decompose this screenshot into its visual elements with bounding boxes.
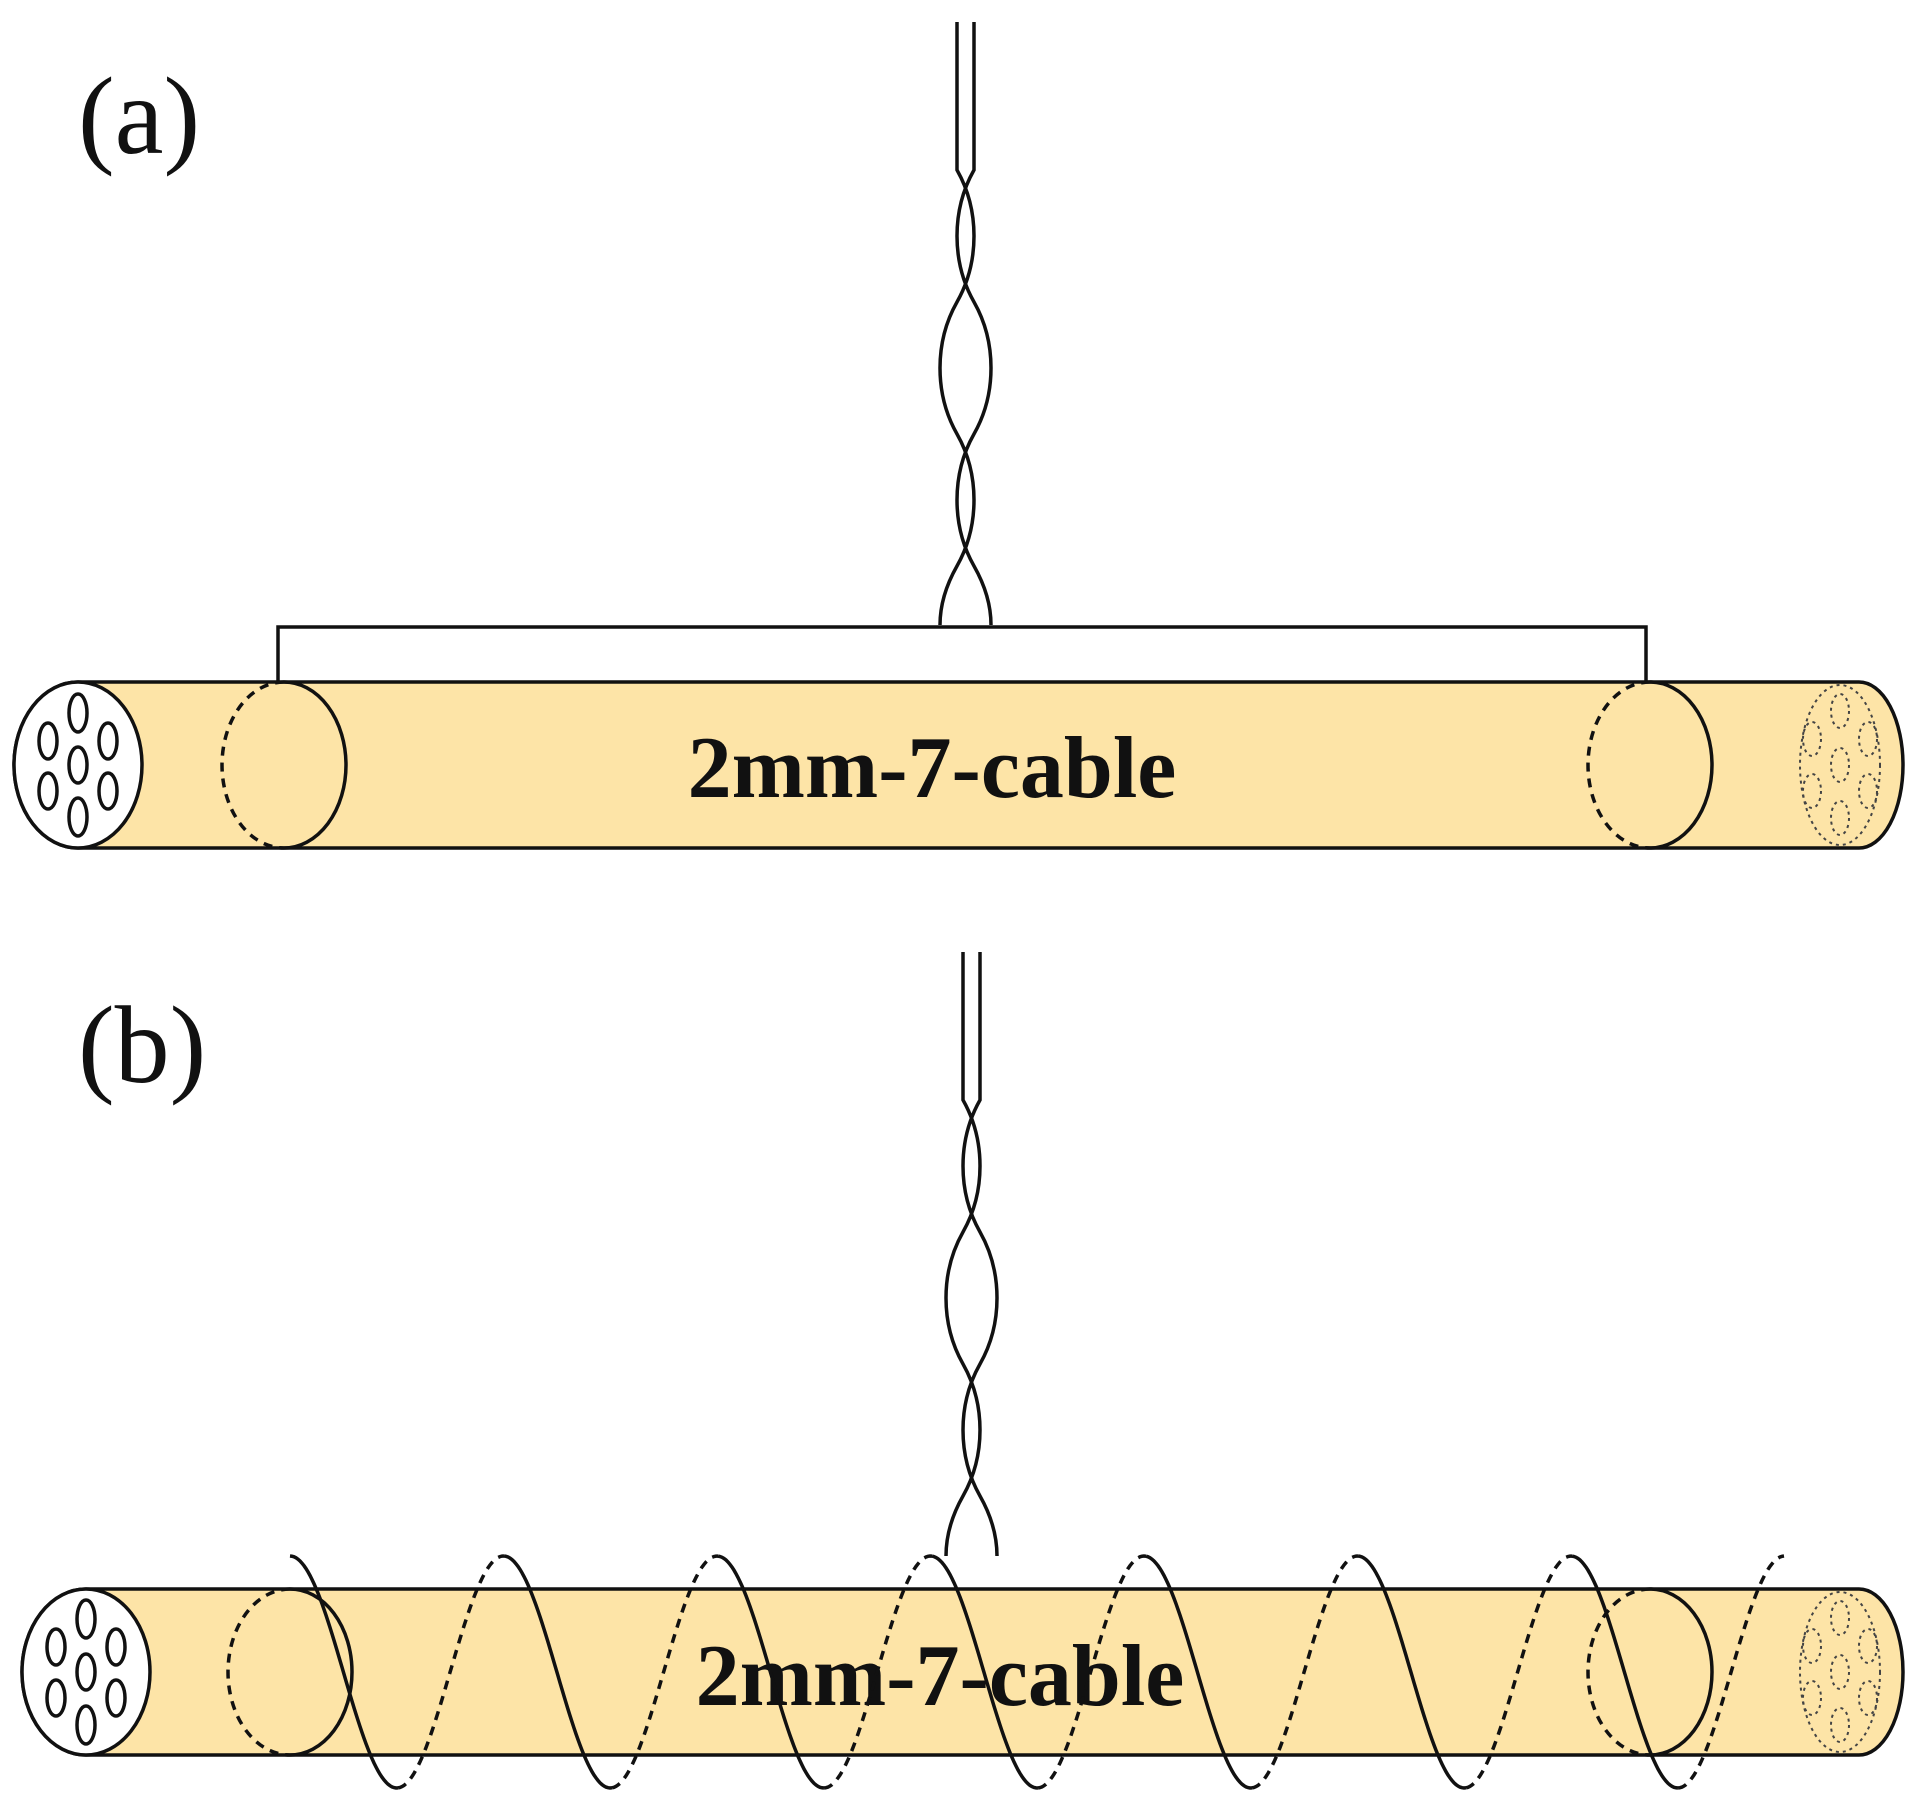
helix-front-segment (289, 1554, 399, 1790)
helix-back-segment (1037, 1554, 1147, 1790)
conductor-strands-right-b (1799, 1591, 1881, 1753)
cable-end-left-a (12, 680, 144, 850)
helical-wire-b (289, 1554, 1785, 1790)
conductor-strands-left-b (45, 1598, 127, 1746)
ring-contact-right-b (1586, 1587, 1714, 1757)
helix-front-segment (1145, 1554, 1253, 1790)
helix-back-segment (1251, 1554, 1359, 1790)
helix-back-segment (397, 1554, 505, 1790)
ring-contact-left-a (220, 680, 348, 850)
conductor-strands-right-a (1799, 684, 1881, 846)
cable-a (12, 680, 1905, 850)
helix-back-segment (1677, 1554, 1785, 1790)
ring-contact-right-a (1586, 680, 1714, 850)
conductor-strands-left-a (37, 692, 119, 838)
helix-front-segment (1571, 1554, 1679, 1790)
panel-b-label: (b) (78, 984, 206, 1106)
cable-b (20, 1587, 1905, 1757)
helix-front-segment (1357, 1554, 1467, 1790)
cable-label-b: 2mm-7-cable (696, 1628, 1185, 1725)
ring-contact-left-b (226, 1587, 354, 1757)
cable-label-a: 2mm-7-cable (688, 720, 1177, 817)
panel-a: (a) (12, 22, 1905, 850)
twisted-pair-lead-a (938, 22, 993, 626)
helix-front-segment (717, 1554, 825, 1790)
helix-front-segment (931, 1554, 1039, 1790)
helix-back-segment (1465, 1554, 1572, 1790)
helix-back-segment (611, 1554, 718, 1790)
panel-a-label: (a) (78, 55, 200, 177)
twisted-pair-lead-b (944, 952, 999, 1557)
helix-back-segment (823, 1554, 933, 1790)
cable-end-left-b (20, 1587, 152, 1757)
straight-wire-a (276, 625, 1648, 682)
helix-front-segment (503, 1554, 613, 1790)
panel-b: (b) (20, 952, 1905, 1790)
